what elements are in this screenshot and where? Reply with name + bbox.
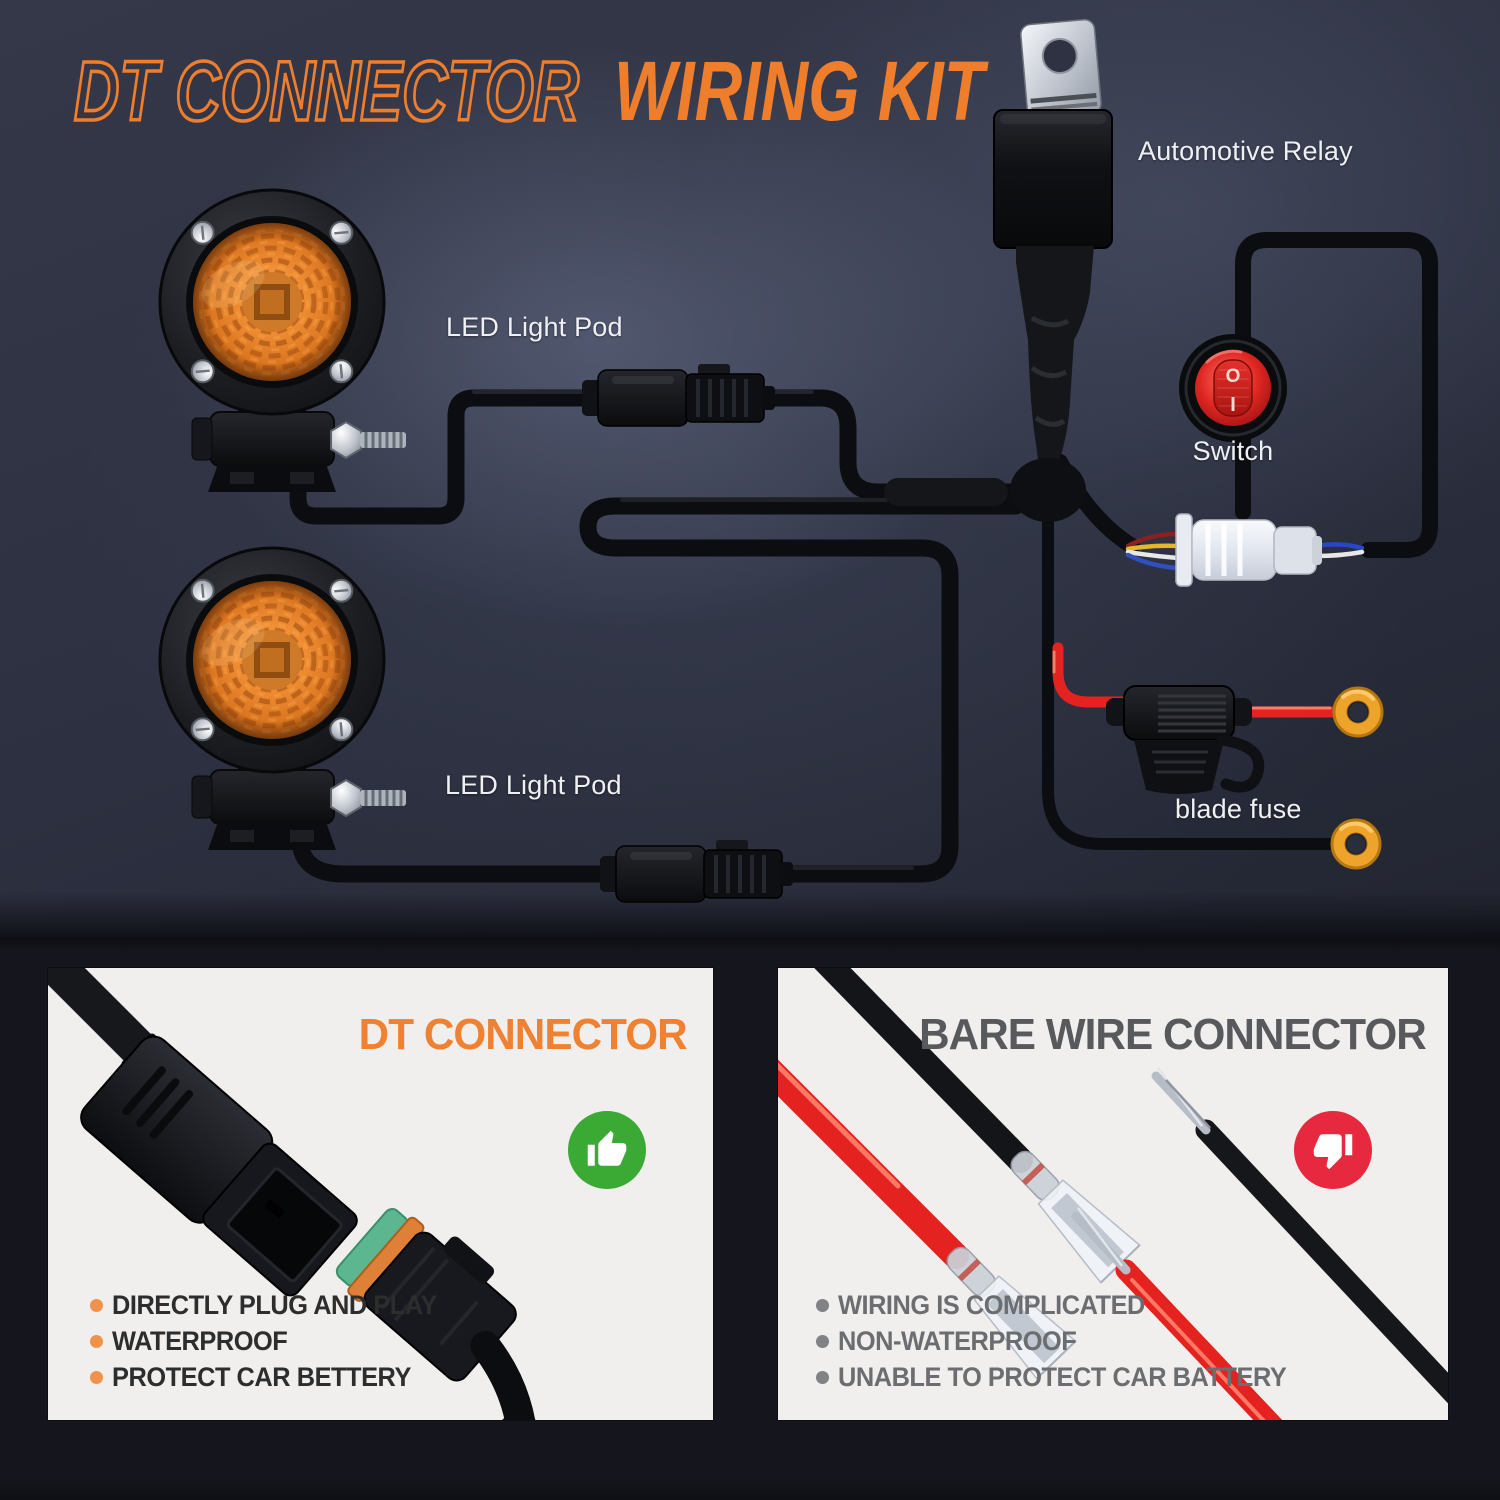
relay-tab-hole bbox=[1041, 37, 1078, 74]
multi-pin-connector bbox=[1175, 513, 1322, 587]
switch-off-marking: O bbox=[1226, 366, 1241, 387]
bare-black-wire bbox=[1151, 1067, 1448, 1404]
bullet-dot-icon bbox=[90, 1299, 103, 1312]
relay-boot bbox=[1016, 246, 1094, 474]
thumbs-down-badge bbox=[1294, 1111, 1372, 1189]
wire-switch-loop bbox=[1235, 232, 1438, 558]
label-switch: Switch bbox=[1192, 436, 1274, 466]
wiring-diagram-section: DT CONNECTOR WIRING KIT bbox=[0, 0, 1500, 938]
list-item: WATERPROOF bbox=[90, 1326, 458, 1356]
bullet-text: PROTECT CAR BETTERY bbox=[112, 1362, 411, 1392]
bullet-text: WATERPROOF bbox=[112, 1326, 288, 1356]
black-wire bbox=[814, 968, 1033, 1173]
dt-connector-pair-top bbox=[580, 362, 777, 428]
relay-wire-junction bbox=[1010, 458, 1086, 522]
ring-terminal-negative bbox=[1330, 818, 1382, 870]
bare-wire-bullets: WIRING IS COMPLICATED NON-WATERPROOF UNA… bbox=[816, 1290, 1315, 1392]
list-item: UNABLE TO PROTECT CAR BATTERY bbox=[816, 1362, 1315, 1392]
thumbs-up-icon bbox=[587, 1130, 627, 1166]
led-light-pod-top bbox=[160, 190, 406, 492]
title-solid-text: WIRING KIT bbox=[614, 44, 989, 138]
thumbs-down-icon bbox=[1313, 1134, 1353, 1170]
bullet-text: DIRECTLY PLUG AND PLAY bbox=[112, 1290, 437, 1320]
automotive-relay bbox=[993, 18, 1113, 522]
bare-wire-photo bbox=[778, 968, 1448, 1420]
comparison-section: DT CONNECTOR DIRECTLY PLUG AND PLAY WATE… bbox=[0, 938, 1500, 1500]
wire-pod2 bbox=[291, 497, 1025, 883]
main-title: DT CONNECTOR WIRING KIT bbox=[72, 42, 989, 140]
fuse-pull-loop bbox=[1216, 734, 1265, 793]
red-wire bbox=[778, 1059, 969, 1269]
list-item: NON-WATERPROOF bbox=[816, 1326, 1315, 1356]
bullet-text: WIRING IS COMPLICATED bbox=[838, 1290, 1145, 1320]
label-led-pod-top: LED Light Pod bbox=[446, 312, 623, 342]
bullet-dot-icon bbox=[90, 1335, 103, 1348]
blade-fuse-holder bbox=[1106, 685, 1265, 794]
bullet-dot-icon bbox=[816, 1371, 829, 1384]
dt-connector-card: DT CONNECTOR DIRECTLY PLUG AND PLAY WATE… bbox=[48, 968, 713, 1420]
bare-red-wire bbox=[1071, 1207, 1283, 1420]
relay-body bbox=[993, 109, 1113, 249]
title-outline-text: DT CONNECTOR bbox=[74, 44, 579, 138]
list-item: DIRECTLY PLUG AND PLAY bbox=[90, 1290, 458, 1320]
harness-wires bbox=[289, 232, 1438, 883]
wire-pod1 bbox=[289, 389, 1023, 525]
wire-ground bbox=[1042, 494, 1340, 850]
label-blade-fuse: blade fuse bbox=[1175, 794, 1302, 824]
bullet-text: NON-WATERPROOF bbox=[838, 1326, 1077, 1356]
bullet-dot-icon bbox=[90, 1371, 103, 1384]
bullet-dot-icon bbox=[816, 1299, 829, 1312]
wiring-diagram: O I bbox=[0, 18, 1438, 904]
dt-connector-card-title: DT CONNECTOR bbox=[359, 1010, 688, 1059]
dt-connector-bullets: DIRECTLY PLUG AND PLAY WATERPROOF PROTEC… bbox=[90, 1290, 458, 1392]
bullet-dot-icon bbox=[816, 1335, 829, 1348]
switch-on-marking: I bbox=[1230, 394, 1236, 416]
ring-terminal-positive bbox=[1332, 686, 1384, 738]
rocker-switch: O I bbox=[1179, 334, 1287, 442]
dt-connector-photo bbox=[48, 968, 550, 1420]
dt-female-connector bbox=[335, 1208, 550, 1420]
bullet-text: UNABLE TO PROTECT CAR BATTERY bbox=[838, 1362, 1287, 1392]
thumbs-up-badge bbox=[568, 1111, 646, 1189]
led-light-pod-bottom bbox=[160, 548, 406, 850]
dt-connector-pair-bottom bbox=[598, 838, 795, 904]
label-relay: Automotive Relay bbox=[1138, 136, 1353, 166]
bare-wire-card: BARE WIRE CONNECTOR WIRING IS COMPLICATE… bbox=[778, 968, 1448, 1420]
list-item: WIRING IS COMPLICATED bbox=[816, 1290, 1315, 1320]
dt-male-connector bbox=[80, 1035, 358, 1297]
label-led-pod-bottom: LED Light Pod bbox=[445, 770, 622, 800]
bare-wire-card-title: BARE WIRE CONNECTOR bbox=[919, 1010, 1427, 1059]
list-item: PROTECT CAR BETTERY bbox=[90, 1362, 458, 1392]
wire-power-red-in bbox=[1052, 642, 1132, 708]
